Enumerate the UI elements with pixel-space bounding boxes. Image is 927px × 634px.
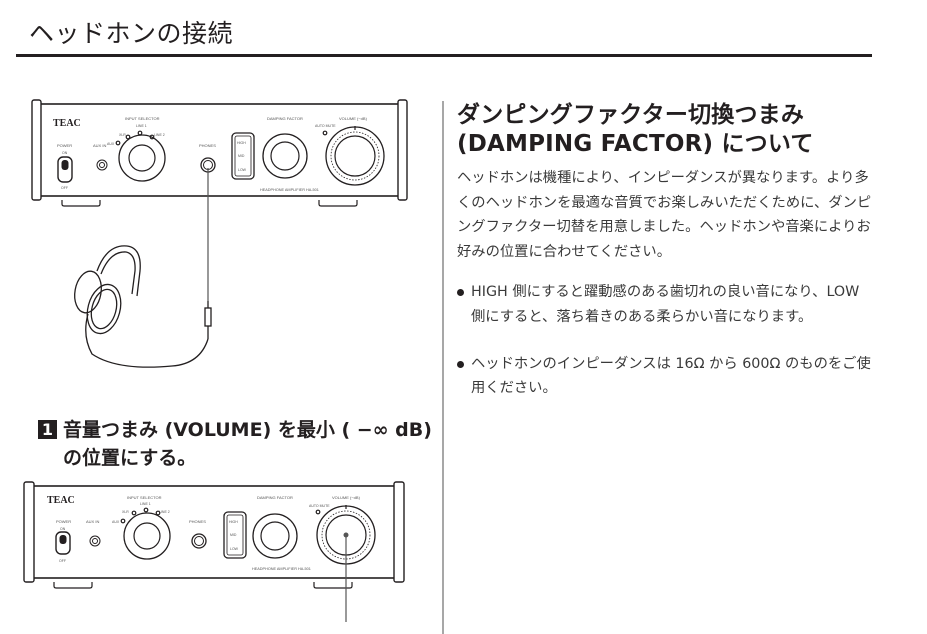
- page-title: ヘッドホンの接続: [29, 19, 234, 48]
- damping-factor-knob[interactable]: [262, 133, 308, 179]
- headphones-illustration: [74, 245, 212, 368]
- amplifier-volume-figure: TEAC POWER ON OFF AUX IN INPUT SELECTOR …: [22, 472, 422, 634]
- model-label: HEADPHONE AMPLIFIER HA-501: [260, 188, 319, 192]
- brand-logo: TEAC: [53, 118, 81, 129]
- line1-label-2: LINE 1: [140, 502, 151, 506]
- model-label-2: HEADPHONE AMPLIFIER HA-501: [252, 567, 311, 571]
- notes-list: HIGH 側にすると躍動感のある歯切れの良い音になり、LOW 側にすると、落ち着…: [457, 280, 877, 400]
- input-selector-label: INPUT SELECTOR: [125, 116, 160, 121]
- line2-label: LINE 2: [154, 133, 165, 137]
- high-label-2: HIGH: [229, 520, 238, 524]
- section-body: ヘッドホンは機種により、インピーダンスが異なります。より多くのヘッドホンを最適な…: [457, 170, 872, 260]
- note-item: ヘッドホンのインピーダンスは 16Ω から 600Ω のものをご使用ください。: [457, 352, 877, 401]
- bullet-icon: [457, 360, 464, 368]
- aux-in-jack[interactable]: [96, 159, 108, 171]
- auto-mute-indicator: [322, 130, 328, 136]
- brand-logo-2: TEAC: [47, 495, 75, 506]
- damping-factor-knob-2[interactable]: [252, 513, 298, 559]
- power-switch[interactable]: [57, 156, 73, 183]
- low-label: LOW: [238, 168, 247, 172]
- step-1-text-line-2: の位置にする。: [63, 447, 197, 469]
- input-selector-knob[interactable]: [118, 134, 166, 182]
- xlr-label: XLR: [119, 133, 126, 137]
- note-text: HIGH 側にすると躍動感のある歯切れの良い音になり、LOW 側にすると、落ち着…: [471, 284, 860, 325]
- power-label-2: POWER: [56, 519, 71, 524]
- xlr-indicator: [125, 134, 131, 140]
- aux-label-2: AUX: [112, 520, 120, 524]
- section-title-line-2: (DAMPING FACTOR) について: [457, 131, 814, 157]
- line1-indicator: [137, 130, 143, 136]
- auto-mute-label-2: AUTO MUTE: [309, 504, 330, 508]
- amplifier-front-panel: [31, 99, 408, 207]
- step-number-badge: 1: [38, 420, 57, 439]
- damping-factor-label: DAMPING FACTOR: [267, 116, 303, 121]
- mid-label-2: MID: [230, 533, 237, 537]
- power-label: POWER: [57, 143, 72, 148]
- title-rule: [16, 54, 872, 57]
- on-label-2: ON: [60, 527, 66, 531]
- power-switch-2[interactable]: [55, 531, 71, 555]
- on-label: ON: [62, 151, 68, 155]
- aux-label: AUX: [107, 142, 115, 146]
- aux-in-jack-2[interactable]: [89, 535, 101, 547]
- step-1-instruction: 音量つまみ (VOLUME) を最小 ( −∞ dB) の位置にする。: [63, 416, 443, 472]
- note-text: ヘッドホンのインピーダンスは 16Ω から 600Ω のものをご使用ください。: [471, 355, 871, 397]
- power-switch-lever: [61, 160, 69, 170]
- bullet-icon: [457, 289, 464, 297]
- xlr-label-2: XLR: [122, 510, 129, 514]
- input-selector-label-2: INPUT SELECTOR: [127, 495, 162, 500]
- step-1-text-line-1: 音量つまみ (VOLUME) を最小 ( −∞ dB): [63, 419, 432, 441]
- step-1: 1 音量つまみ (VOLUME) を最小 ( −∞ dB) の位置にする。: [38, 416, 438, 469]
- note-item: HIGH 側にすると躍動感のある歯切れの良い音になり、LOW 側にすると、落ち着…: [457, 280, 877, 329]
- line1-label: LINE 1: [136, 124, 147, 128]
- off-label-2: OFF: [59, 559, 66, 563]
- auto-mute-label: AUTO MUTE: [315, 124, 336, 128]
- section-title-line-1: ダンピングファクター切換つまみ: [457, 102, 805, 128]
- phones-label-2: PHONES: [189, 519, 206, 524]
- damping-factor-label-2: DAMPING FACTOR: [257, 495, 293, 500]
- damping-factor-section: ダンピングファクター切換つまみ (DAMPING FACTOR) について ヘッ…: [457, 101, 877, 423]
- low-label-2: LOW: [230, 547, 239, 551]
- section-title: ダンピングファクター切換つまみ (DAMPING FACTOR) について: [457, 101, 877, 159]
- off-label: OFF: [61, 186, 68, 190]
- volume-label-2: VOLUME (−dB): [332, 495, 361, 500]
- input-selector-knob-2[interactable]: [123, 512, 171, 560]
- amplifier-headphone-connection-figure: TEAC POWER ON OFF AUX IN INPUT SELECTOR …: [22, 96, 422, 396]
- phones-jack-2[interactable]: [191, 533, 207, 549]
- mid-label: MID: [238, 154, 245, 158]
- column-divider: [442, 101, 444, 634]
- aux-indicator: [115, 140, 121, 146]
- high-label: HIGH: [237, 141, 246, 145]
- volume-label: VOLUME (−dB): [339, 116, 368, 121]
- phones-label: PHONES: [199, 143, 216, 148]
- line2-label-2: LINE 2: [159, 510, 170, 514]
- damping-factor-indicator-window: [231, 132, 255, 180]
- aux-in-label: AUX IN: [93, 143, 106, 148]
- aux-in-label-2: AUX IN: [86, 519, 99, 524]
